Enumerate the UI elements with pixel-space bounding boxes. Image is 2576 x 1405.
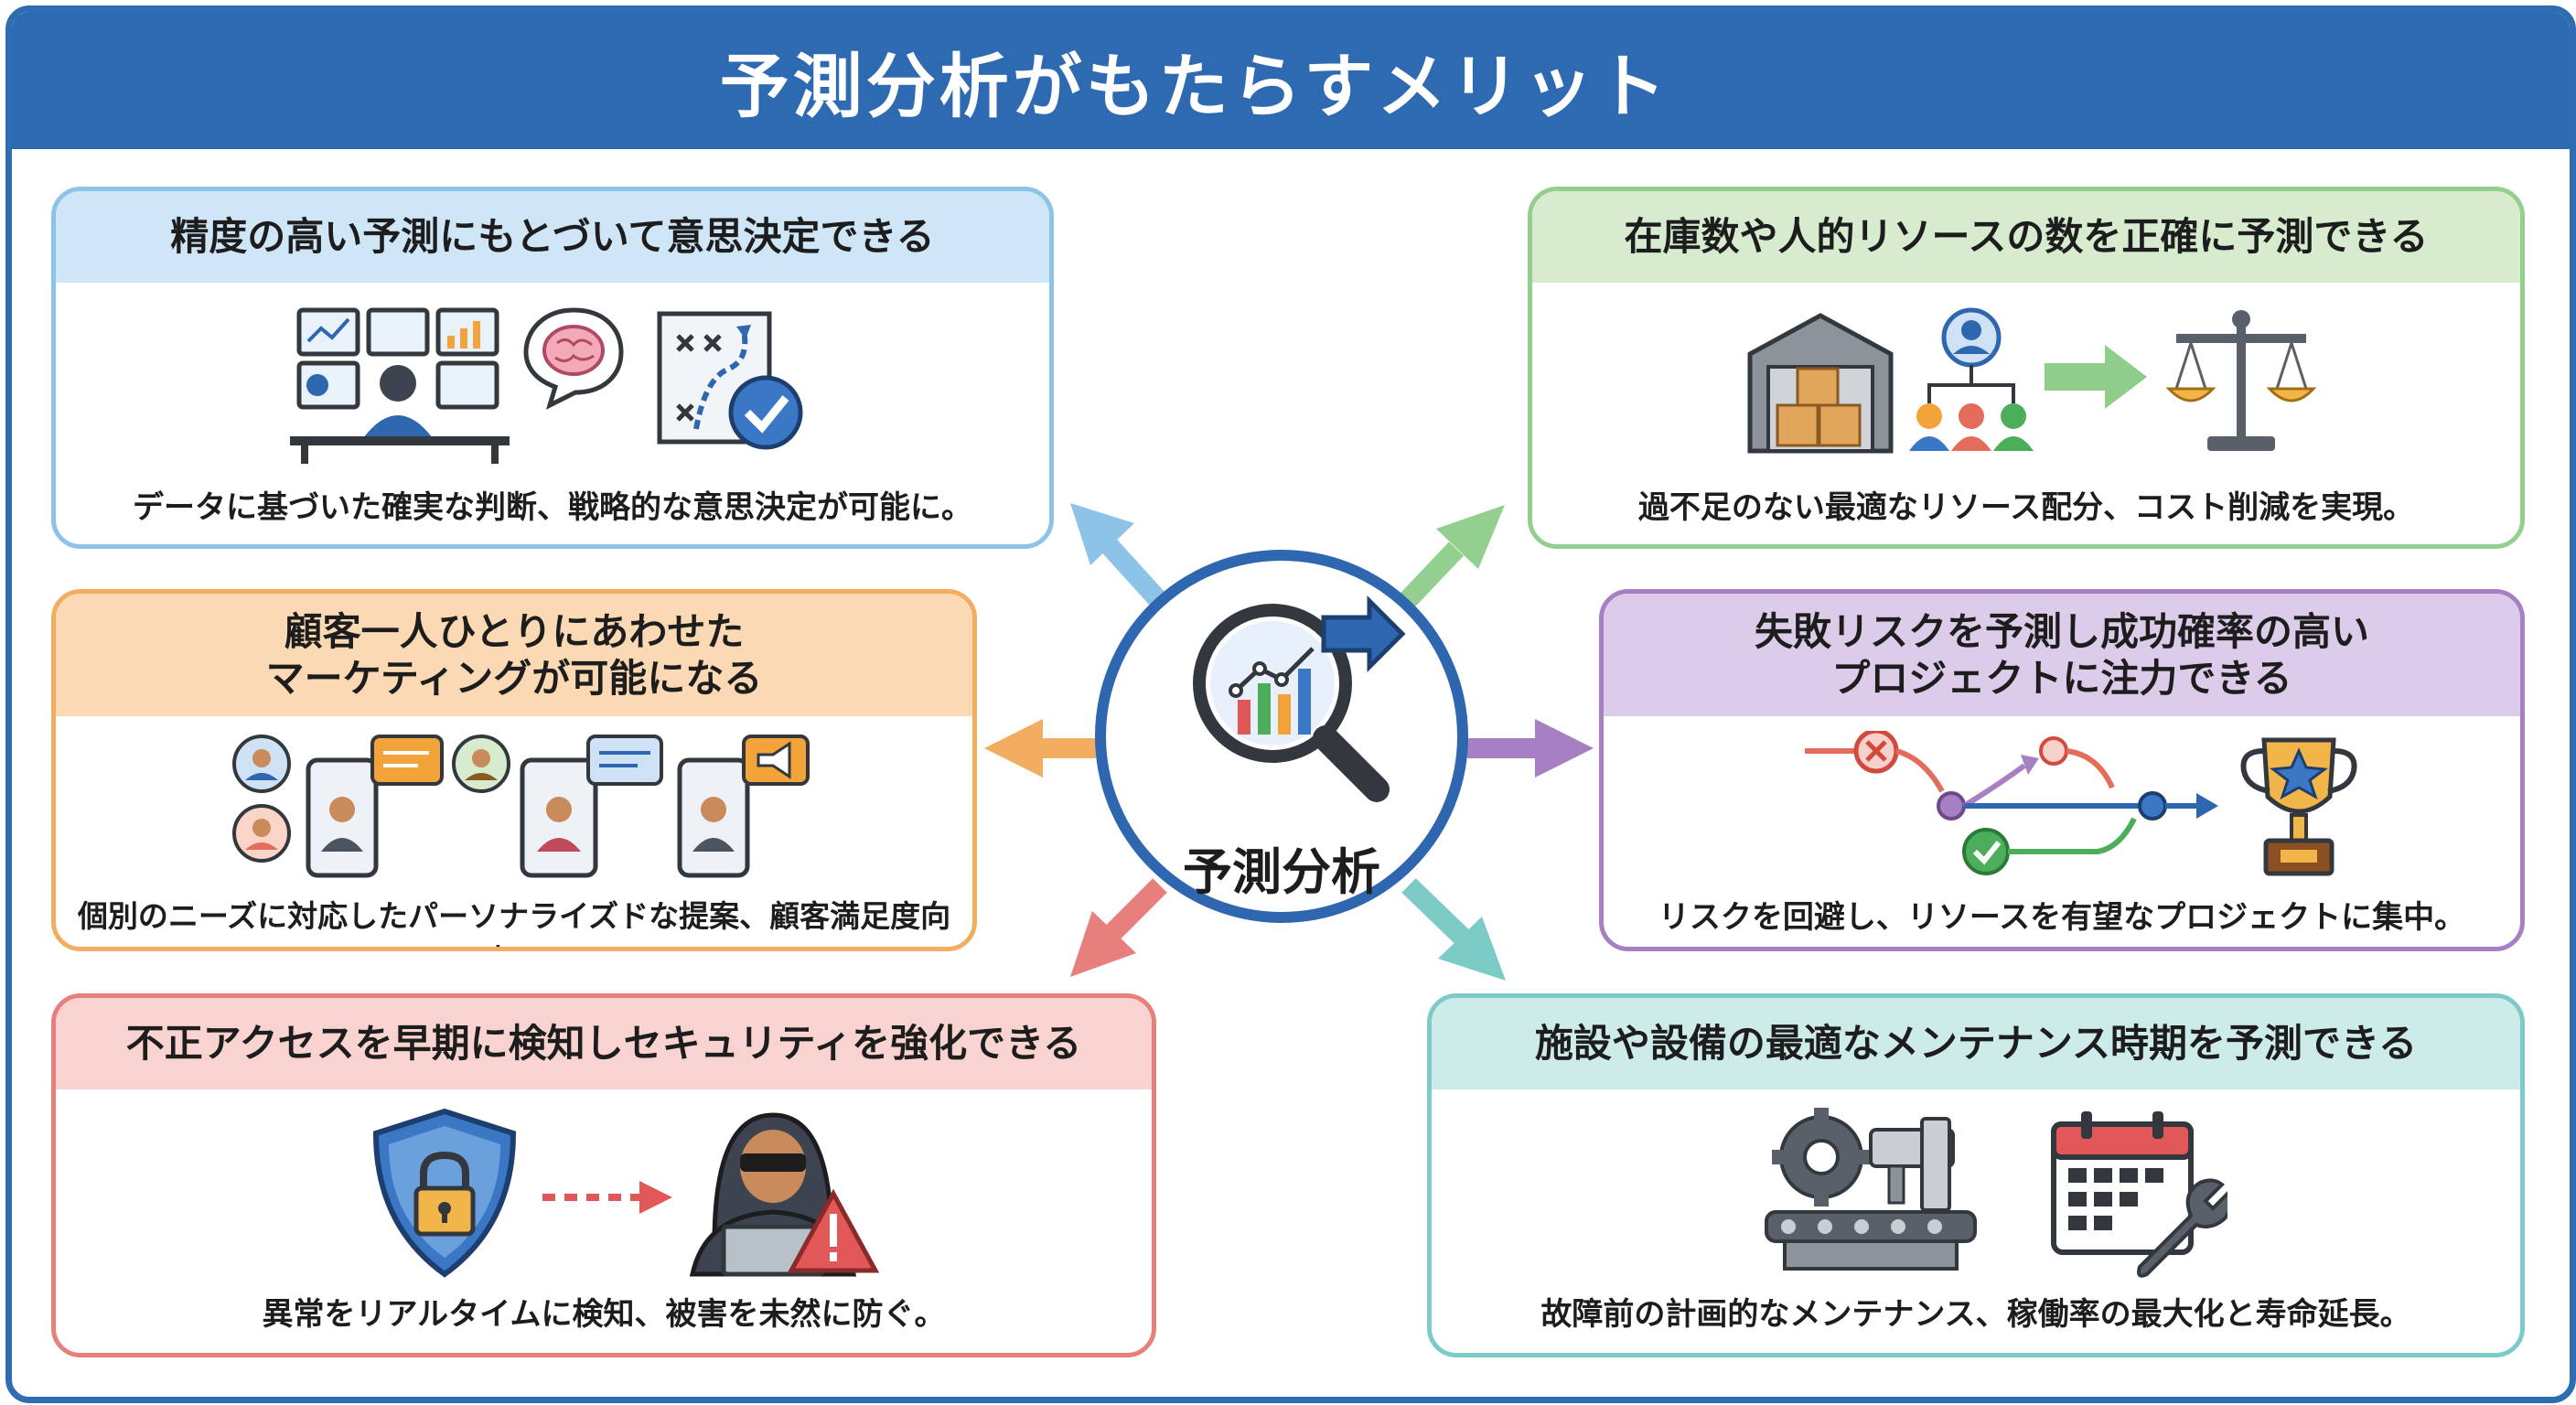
arrow-to-security — [1070, 878, 1167, 977]
customer-avatar-icon — [452, 735, 510, 793]
smartphone-megaphone-icon — [677, 735, 810, 878]
card-decision-description: データに基づいた確実な判断、戦略的な意思決定が可能に。 — [133, 489, 972, 526]
card-security: 不正アクセスを早期に検知しセキュリティを強化できる 異常をリアルタイムに検知、被… — [51, 993, 1156, 1357]
card-inventory-heading: 在庫数や人的リソースの数を正確に予測できる — [1532, 191, 2520, 283]
trophy-icon — [2240, 737, 2357, 876]
hub-circle: 予測分析 — [1095, 550, 1468, 923]
arrow-to-inventory — [1397, 505, 1505, 611]
card-maintenance-description: 故障前の計画的なメンテナンス、稼働率の最大化と寿命延長。 — [1540, 1296, 2411, 1333]
risk-path-icon — [1805, 731, 2218, 875]
hub-label: 予測分析 — [1183, 843, 1380, 901]
smartphone-chat-icon — [306, 735, 444, 878]
brain-bubble-icon — [523, 307, 624, 410]
arrow-to-decision — [1070, 503, 1170, 611]
shield-lock-icon — [372, 1108, 517, 1278]
card-project-description: リスクを回避し、リソースを有望なプロジェクトに集中。 — [1658, 899, 2466, 936]
hacker-warning-icon — [689, 1112, 879, 1277]
page-title: 予測分析がもたらすメリット — [719, 46, 1670, 127]
arrow-right-icon — [2045, 345, 2147, 409]
customer-avatar-icon — [232, 735, 291, 863]
gear-machine-icon — [1765, 1108, 1977, 1271]
calendar-wrench-icon — [2051, 1111, 2227, 1278]
arrow-to-maintenance — [1401, 878, 1506, 981]
title-bar: 予測分析がもたらすメリット — [12, 12, 2570, 149]
card-marketing: 顧客一人ひとりにあわせた マーケティングが可能になる — [51, 589, 977, 951]
team-hierarchy-icon — [1909, 307, 2034, 451]
card-inventory-description: 過不足のない最適なリソース配分、コスト削減を実現。 — [1637, 489, 2415, 526]
arrow-to-marketing — [984, 719, 1096, 778]
strategy-check-icon — [657, 311, 803, 450]
analyst-monitors-icon — [290, 307, 510, 464]
card-maintenance: 施設や設備の最適なメンテナンス時期を予測できる — [1427, 993, 2525, 1357]
card-maintenance-heading: 施設や設備の最適なメンテナンス時期を予測できる — [1432, 998, 2520, 1089]
magnifier-chart-icon — [1193, 595, 1406, 802]
card-marketing-heading: 顧客一人ひとりにあわせた マーケティングが可能になる — [56, 594, 972, 716]
card-marketing-description: 個別のニーズに対応したパーソナライズドな提案、顧客満足度向上。 — [77, 898, 951, 947]
card-security-description: 異常をリアルタイムに検知、被害を未然に防ぐ。 — [262, 1296, 946, 1333]
card-project: 失敗リスクを予測し成功確率の高い プロジェクトに注力できる — [1599, 589, 2525, 951]
card-security-heading: 不正アクセスを早期に検知しセキュリティを強化できる — [56, 998, 1152, 1089]
balance-scale-icon — [2165, 310, 2317, 451]
card-project-heading: 失敗リスクを予測し成功確率の高い プロジェクトに注力できる — [1604, 594, 2520, 716]
card-decision-heading: 精度の高い予測にもとづいて意思決定できる — [56, 191, 1049, 283]
smartphone-chat-icon — [520, 735, 663, 878]
dashed-arrow-icon — [542, 1181, 672, 1214]
arrow-to-project — [1467, 719, 1594, 778]
warehouse-icon — [1747, 313, 1894, 454]
card-inventory: 在庫数や人的リソースの数を正確に予測できる — [1528, 187, 2525, 549]
card-decision: 精度の高い予測にもとづいて意思決定できる — [51, 187, 1054, 549]
